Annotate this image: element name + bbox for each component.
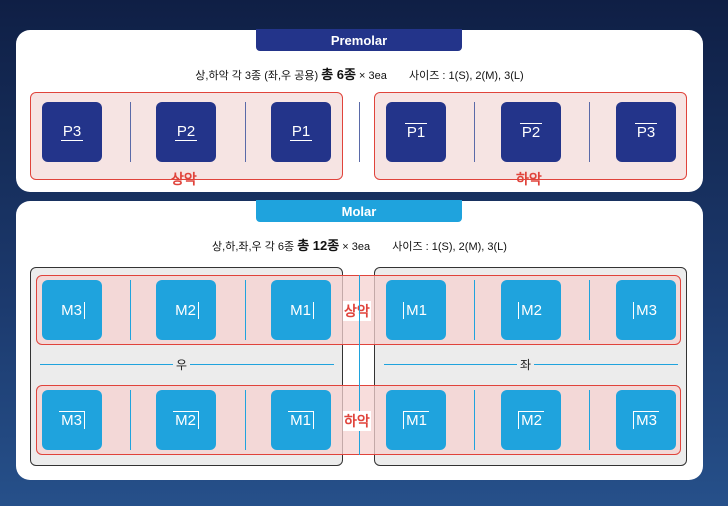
tooth-label: P1	[289, 123, 313, 141]
molar-right-lower-tooth[interactable]: M2	[156, 390, 216, 450]
tooth-label: M2	[518, 301, 544, 319]
center-divider	[359, 275, 360, 455]
divider	[474, 280, 475, 340]
tooth-label: M1	[403, 301, 429, 319]
premolar-size: 사이즈 : 1(S), 2(M), 3(L)	[409, 70, 524, 82]
premolar-lower-tooth[interactable]: P1	[386, 102, 446, 162]
tooth-label: M2	[518, 411, 544, 429]
tooth-label: P3	[634, 123, 658, 141]
tooth-label: M3	[59, 411, 85, 429]
molar-left-upper-tooth[interactable]: M3	[616, 280, 676, 340]
divider	[245, 390, 246, 450]
premolar-upper-tooth[interactable]: P3	[42, 102, 102, 162]
tooth-label: M2	[173, 411, 199, 429]
molar-panel: Molar 상,하,좌,우 각 6종 총 12종 × 3ea 사이즈 : 1(S…	[16, 200, 703, 480]
divider	[474, 390, 475, 450]
divider	[245, 102, 246, 162]
premolar-desc: 상,하악 각 3종 (좌,우 공용)	[195, 70, 319, 82]
molar-left-upper-tooth[interactable]: M2	[501, 280, 561, 340]
divider	[130, 390, 131, 450]
molar-left-lower-tooth[interactable]: M2	[501, 390, 561, 450]
premolar-upper-tooth[interactable]: P1	[271, 102, 331, 162]
premolar-subtitle: 상,하악 각 3종 (좌,우 공용) 총 6종 × 3ea 사이즈 : 1(S)…	[16, 64, 703, 83]
tooth-label: P2	[174, 123, 198, 141]
divider	[130, 102, 131, 162]
molar-right-lower-tooth[interactable]: M1	[271, 390, 331, 450]
molar-total: 총 12종	[297, 238, 340, 253]
tooth-label: P3	[60, 123, 84, 141]
molar-right-upper-tooth[interactable]: M2	[156, 280, 216, 340]
divider	[589, 390, 590, 450]
premolar-times: × 3ea	[359, 70, 387, 82]
molar-upper-label: 상악	[343, 301, 371, 321]
tooth-label: M2	[173, 301, 199, 319]
tooth-label: M3	[59, 301, 85, 319]
molar-right-lower-tooth[interactable]: M3	[42, 390, 102, 450]
tooth-label: M1	[403, 411, 429, 429]
premolar-upper-tooth[interactable]: P2	[156, 102, 216, 162]
premolar-panel: Premolar 상,하악 각 3종 (좌,우 공용) 총 6종 × 3ea 사…	[16, 29, 703, 192]
molar-right-upper-tooth[interactable]: M1	[271, 280, 331, 340]
right-side-label: 우	[173, 356, 191, 373]
molar-left-lower-tooth[interactable]: M1	[386, 390, 446, 450]
molar-tab: Molar	[256, 200, 462, 222]
molar-times: × 3ea	[342, 241, 371, 253]
divider	[474, 102, 475, 162]
divider	[589, 102, 590, 162]
divider	[130, 280, 131, 340]
tooth-label: P2	[519, 123, 543, 141]
premolar-upper-label: 상악	[171, 171, 197, 187]
molar-right-upper-tooth[interactable]: M3	[42, 280, 102, 340]
premolar-total: 총 6종	[321, 67, 356, 82]
molar-size: 사이즈 : 1(S), 2(M), 3(L)	[392, 241, 507, 253]
premolar-tab: Premolar	[256, 29, 462, 51]
tooth-label: M1	[288, 411, 314, 429]
left-side-label: 좌	[517, 356, 535, 373]
premolar-lower-tooth[interactable]: P3	[616, 102, 676, 162]
molar-left-upper-tooth[interactable]: M1	[386, 280, 446, 340]
tooth-label: M1	[288, 301, 314, 319]
molar-desc: 상,하,좌,우 각 6종	[212, 241, 295, 253]
premolar-lower-label: 하악	[516, 171, 542, 187]
molar-left-lower-tooth[interactable]: M3	[616, 390, 676, 450]
tooth-label: P1	[404, 123, 428, 141]
center-divider	[359, 102, 360, 162]
premolar-lower-tooth[interactable]: P2	[501, 102, 561, 162]
molar-subtitle: 상,하,좌,우 각 6종 총 12종 × 3ea 사이즈 : 1(S), 2(M…	[16, 235, 703, 254]
tooth-label: M3	[633, 411, 659, 429]
molar-lower-label: 하악	[343, 411, 371, 431]
divider	[245, 280, 246, 340]
divider	[589, 280, 590, 340]
tooth-label: M3	[633, 301, 659, 319]
